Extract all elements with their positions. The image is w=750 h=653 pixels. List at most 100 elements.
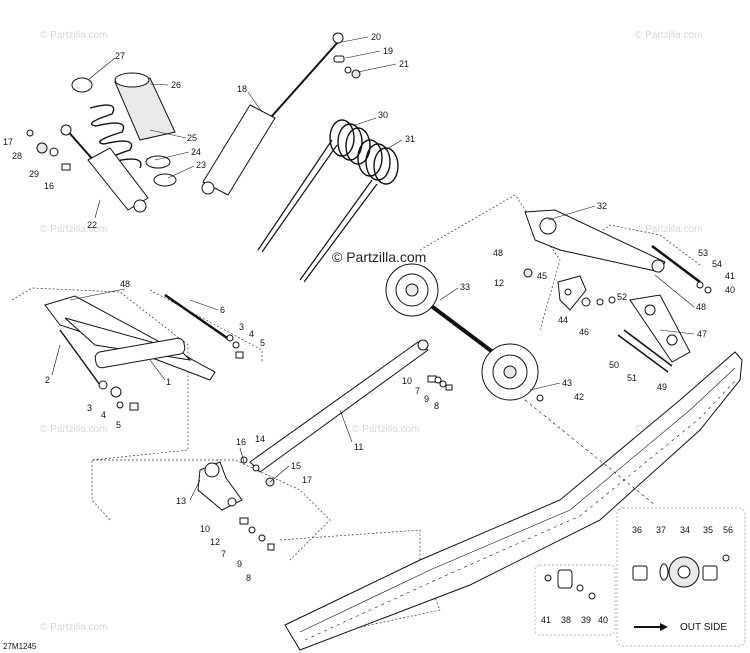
shock-absorber-22: [60, 124, 149, 213]
callout: 5: [116, 420, 121, 430]
leader-lines: [51, 36, 695, 501]
watermark: © Partzilla.com: [40, 30, 107, 41]
rear-arm-32: [524, 209, 666, 273]
callout: 17: [3, 137, 13, 147]
callout: 40: [725, 285, 735, 295]
watermark: © Partzilla.com: [635, 30, 702, 41]
callout: 18: [237, 84, 247, 94]
callout: 29: [29, 169, 39, 179]
callout: 52: [617, 292, 627, 302]
callout: 6: [220, 305, 225, 315]
watermark-center: © Partzilla.com: [332, 249, 426, 265]
front-arm: [44, 295, 216, 411]
inset-caption: OUT SIDE: [680, 622, 727, 633]
hardware-mid: [427, 375, 453, 391]
callout: 7: [415, 386, 420, 396]
callout: 48: [493, 248, 503, 258]
callout: 33: [460, 282, 470, 292]
callout: 10: [402, 376, 412, 386]
callout: 9: [424, 394, 429, 404]
outside-inset: 36 37 34 35 56 OUT SIDE: [616, 507, 746, 647]
callout: 21: [399, 59, 409, 69]
callout: 9: [237, 559, 242, 569]
callout: 19: [383, 46, 393, 56]
diagram-code: 27M1245: [3, 642, 37, 651]
callout: 3: [87, 403, 92, 413]
inset-label: 38: [561, 615, 571, 625]
callout: 43: [562, 378, 572, 388]
watermark: © Partzilla.com: [40, 622, 107, 633]
callout: 14: [255, 434, 265, 444]
rod-6: [164, 293, 244, 359]
callout: 16: [236, 437, 246, 447]
rod-53: [651, 245, 712, 294]
callout: 10: [200, 524, 210, 534]
callout: 16: [44, 181, 54, 191]
callout: 48: [696, 302, 706, 312]
watermark: © Partzilla.com: [635, 224, 702, 235]
callout: 49: [657, 382, 667, 392]
callout: 54: [712, 259, 722, 269]
callout: 45: [537, 271, 547, 281]
callout: 46: [579, 327, 589, 337]
callout: 2: [45, 375, 50, 385]
lower-inset: 41 38 39 40: [534, 564, 616, 636]
callout: 47: [697, 329, 707, 339]
callout: 1: [166, 377, 171, 387]
callout: 20: [371, 32, 381, 42]
bracket-45: [523, 268, 604, 311]
inset-label: 39: [581, 615, 591, 625]
inset-label: 37: [656, 525, 666, 535]
callout: 30: [378, 110, 388, 120]
callouts: 20 19 21 27 26 18 30 31 17 28 29 16 25 2…: [3, 32, 735, 583]
watermark: © Partzilla.com: [40, 224, 107, 235]
callout: 53: [698, 248, 708, 258]
callout: 42: [574, 392, 584, 402]
callout: 24: [191, 147, 201, 157]
callout: 27: [115, 51, 125, 61]
callout: 26: [171, 80, 181, 90]
bracket-13: [197, 456, 275, 551]
callout: 50: [609, 360, 619, 370]
callout: 11: [354, 442, 363, 452]
inset-label: 34: [680, 525, 690, 535]
inset-label: 36: [632, 525, 642, 535]
callout: 15: [291, 461, 301, 471]
callout: 51: [627, 373, 637, 383]
arrow-right-icon: [660, 623, 668, 631]
callout: 17: [302, 475, 312, 485]
callout: 31: [405, 134, 415, 144]
callout: 13: [176, 496, 186, 506]
callout: 3: [239, 322, 244, 332]
callout: 25: [187, 133, 197, 143]
callout: 5: [260, 338, 265, 348]
callout: 4: [249, 329, 254, 339]
callout: 48: [120, 279, 130, 289]
inset-label: 41: [541, 615, 551, 625]
axle-33: [385, 263, 656, 506]
inset-label: 40: [598, 615, 608, 625]
callout: 12: [494, 278, 504, 288]
bracket-47: [608, 294, 691, 373]
callout: 8: [246, 573, 251, 583]
callout: 8: [434, 401, 439, 411]
watermark: © Partzilla.com: [40, 424, 107, 435]
callout: 4: [101, 410, 106, 420]
slide-rail: [284, 351, 743, 651]
inset-label: 56: [723, 525, 733, 535]
callout: 41: [725, 271, 735, 281]
spring-assembly: [71, 72, 177, 187]
hardware-top: [333, 55, 361, 79]
torsion-spring: [257, 119, 399, 283]
shock-absorber-18: [201, 32, 344, 196]
hardware-left: [26, 129, 71, 171]
watermark: © Partzilla.com: [352, 424, 419, 435]
callout: 22: [87, 220, 97, 230]
callout: 23: [196, 160, 206, 170]
callout: 44: [558, 315, 568, 325]
inset-label: 35: [703, 525, 713, 535]
callout: 32: [597, 201, 607, 211]
callout: 7: [221, 549, 226, 559]
rod-11: [249, 339, 429, 473]
